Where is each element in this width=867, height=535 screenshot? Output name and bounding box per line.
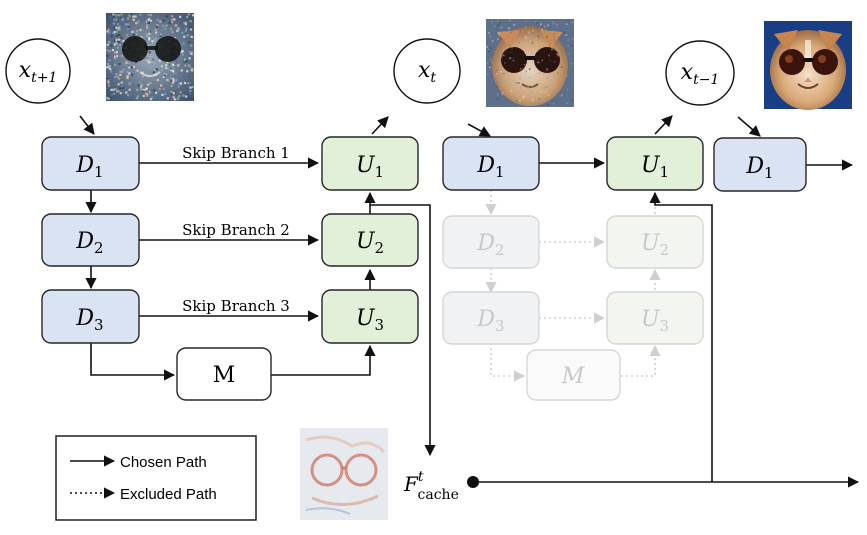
svg-text:xt+1: xt+1 xyxy=(19,58,58,86)
partial-cat-image xyxy=(486,19,574,107)
block-d3-excluded: D3 xyxy=(442,291,540,345)
block-d1-third: D1 xyxy=(713,137,807,192)
svg-text:D2: D2 xyxy=(75,229,103,257)
svg-text:U3: U3 xyxy=(641,307,669,335)
svg-text:D1: D1 xyxy=(476,153,504,181)
block-u1-second: U1 xyxy=(606,136,704,191)
svg-text:D1: D1 xyxy=(75,153,103,181)
block-d3-first: D3 xyxy=(41,289,140,344)
svg-text:U3: U3 xyxy=(356,306,384,334)
svg-text:U1: U1 xyxy=(356,153,384,181)
svg-text:U1: U1 xyxy=(641,153,669,181)
block-m-excluded: M xyxy=(526,349,621,401)
svg-text:D3: D3 xyxy=(75,306,103,334)
block-u2-first: U2 xyxy=(321,213,419,267)
legend-excluded-label: Excluded Path xyxy=(120,486,217,503)
block-d2-excluded: D2 xyxy=(442,215,540,269)
block-u3-first: U3 xyxy=(321,289,419,344)
block-d2-first: D2 xyxy=(41,213,140,267)
svg-text:M: M xyxy=(213,363,236,388)
block-m-first: M xyxy=(176,347,272,401)
block-u2-excluded: U2 xyxy=(606,215,704,269)
skip-branch-2-label: Skip Branch 2 xyxy=(182,221,290,239)
legend-chosen-label: Chosen Path xyxy=(120,454,207,471)
state-x-t-plus-1: xt+1 xyxy=(5,38,71,104)
svg-text:xt: xt xyxy=(418,58,436,86)
legend: Chosen Path Excluded Path xyxy=(55,435,257,521)
block-d1-second: D1 xyxy=(442,136,540,191)
svg-text:xt−1: xt−1 xyxy=(681,60,720,88)
excluded-section: D2 U2 D3 U3 M xyxy=(442,190,704,401)
block-d1-first: D1 xyxy=(41,136,140,191)
svg-text:U2: U2 xyxy=(356,229,384,257)
cached-feature-image xyxy=(300,428,388,520)
svg-text:D2: D2 xyxy=(476,231,504,259)
svg-text:U2: U2 xyxy=(641,231,669,259)
skip-branch-3-label: Skip Branch 3 xyxy=(182,297,290,315)
cache-junction-dot xyxy=(467,476,479,488)
skip-branch-1-label: Skip Branch 1 xyxy=(182,144,290,162)
clean-cat-image xyxy=(764,21,852,110)
svg-text:M: M xyxy=(561,364,585,389)
noisy-cat-image xyxy=(106,13,195,101)
state-x-t-minus-1: xt−1 xyxy=(665,40,735,106)
svg-text:D3: D3 xyxy=(476,307,504,335)
block-u1-first: U1 xyxy=(321,136,419,191)
state-x-t: xt xyxy=(393,38,461,104)
block-u3-excluded: U3 xyxy=(606,291,704,345)
svg-text:D1: D1 xyxy=(745,154,773,182)
chosen-paths xyxy=(79,115,860,488)
